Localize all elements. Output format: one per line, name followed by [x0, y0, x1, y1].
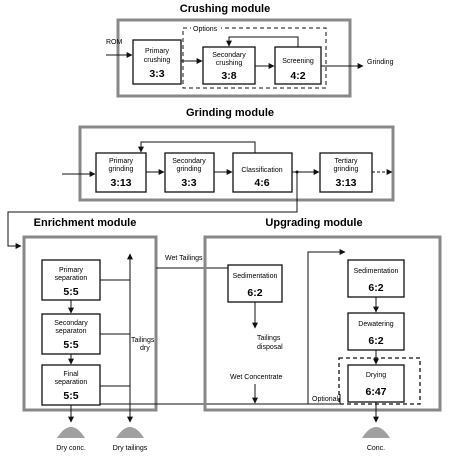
primary-separation-label-1: Primary: [59, 267, 84, 274]
sedimentation-right-box: Sedimentation 6:2: [347, 259, 405, 298]
tertiary-grinding-value: 3:13: [335, 177, 356, 189]
secondary-grinding-label-2: grinding: [177, 166, 202, 173]
grinding-module-title: Grinding module: [186, 107, 274, 119]
rom-label: ROM: [106, 39, 123, 46]
grinding-output-label: Grinding: [367, 59, 394, 66]
primary-crushing-label-2: crushing: [144, 57, 171, 64]
secondary-separation-value: 5:5: [63, 339, 78, 351]
screening-value: 4:2: [290, 70, 305, 82]
secondary-crushing-label-1: Secondary: [212, 52, 246, 59]
tailings-dry-label-1: Tailings: [131, 337, 155, 344]
dry-conc-pile: [57, 427, 85, 438]
upgrading-module-title: Upgrading module: [265, 217, 362, 229]
secondary-grinding-box: Secondary grinding 3:3: [164, 152, 215, 193]
dewatering-value: 6:2: [368, 335, 383, 347]
crushing-module-frame: [116, 18, 352, 98]
primary-grinding-value: 3:13: [110, 177, 131, 189]
sedimentation-left-label: Sedimentation: [233, 273, 278, 280]
upgrading-module-frame: [203, 235, 442, 412]
primary-separation-label-2: separation: [55, 275, 88, 282]
options-label: Options: [193, 26, 218, 33]
classification-box: Classification 4:6: [232, 152, 293, 193]
tailings-disposal-label-1: Tailings: [257, 335, 281, 342]
sedimentation-right-label: Sedimentation: [354, 268, 399, 275]
primary-grinding-label-2: grinding: [109, 166, 134, 173]
options-dashed-box: [182, 27, 327, 89]
wet-tailings-label: Wet Tailings: [165, 255, 203, 262]
final-separation-value: 5:5: [63, 390, 78, 402]
conc-pile: [362, 427, 390, 438]
tertiary-grinding-box: Tertiary grinding 3:13: [319, 152, 373, 193]
drying-box: Drying 6:47: [347, 364, 405, 403]
dry-conc-label: Dry conc.: [56, 445, 86, 452]
enrichment-module-title: Enrichment module: [34, 217, 137, 229]
tertiary-grinding-label-1: Tertiary: [335, 158, 358, 165]
classification-label: Classification: [241, 167, 282, 174]
classification-value: 4:6: [254, 177, 269, 189]
sedimentation-right-value: 6:2: [368, 282, 383, 294]
secondary-separation-label-1: Secondary: [54, 320, 88, 327]
dewatering-box: Dewatering 6:2: [347, 312, 405, 351]
tertiary-grinding-label-2: grinding: [334, 166, 359, 173]
secondary-separation-label-2: separaton: [55, 328, 86, 335]
sedimentation-left-box: Sedimentation 6:2: [227, 264, 283, 303]
secondary-crushing-label-2: crushing: [216, 60, 243, 67]
dewatering-label: Dewatering: [358, 321, 394, 328]
primary-separation-value: 5:5: [63, 286, 78, 298]
final-separation-label-2: separation: [55, 379, 88, 386]
conc-label: Conc.: [367, 445, 385, 452]
primary-grinding-label-1: Primary: [109, 158, 134, 165]
optional-label: Optional: [312, 396, 339, 403]
tailings-disposal-label-2: disposal: [257, 344, 283, 351]
sedimentation-left-value: 6:2: [247, 287, 262, 299]
primary-crushing-box: Primary crushing 3:3: [132, 39, 182, 85]
grinding-module-frame: [78, 125, 395, 202]
dry-tailings-pile: [116, 427, 144, 438]
primary-grinding-box: Primary grinding 3:13: [95, 152, 147, 193]
primary-crushing-label-1: Primary: [145, 48, 170, 55]
drying-label: Drying: [366, 372, 386, 379]
secondary-crushing-box: Secondary crushing 3:8: [202, 46, 256, 85]
secondary-grinding-value: 3:3: [181, 177, 196, 189]
primary-separation-box: Primary separation 5:5: [41, 259, 101, 301]
enrichment-module-frame: [22, 235, 158, 412]
drying-value: 6:47: [365, 386, 386, 398]
secondary-crushing-value: 3:8: [221, 70, 236, 82]
secondary-separation-box: Secondary separaton 5:5: [41, 313, 101, 355]
final-separation-label-1: Final: [63, 371, 79, 378]
crushing-module-title: Crushing module: [180, 3, 270, 15]
secondary-grinding-label-1: Secondary: [172, 158, 206, 165]
tailings-dry-label-2: dry: [140, 345, 150, 352]
optional-dashed-box: [338, 357, 421, 405]
screening-label: Screening: [282, 58, 314, 65]
primary-crushing-value: 3:3: [149, 68, 164, 80]
final-separation-box: Final separation 5:5: [41, 364, 101, 406]
dry-tailings-label: Dry tailings: [113, 445, 148, 452]
screening-box: Screening 4:2: [274, 46, 322, 85]
wet-concentrate-label: Wet Concentrate: [230, 374, 283, 381]
